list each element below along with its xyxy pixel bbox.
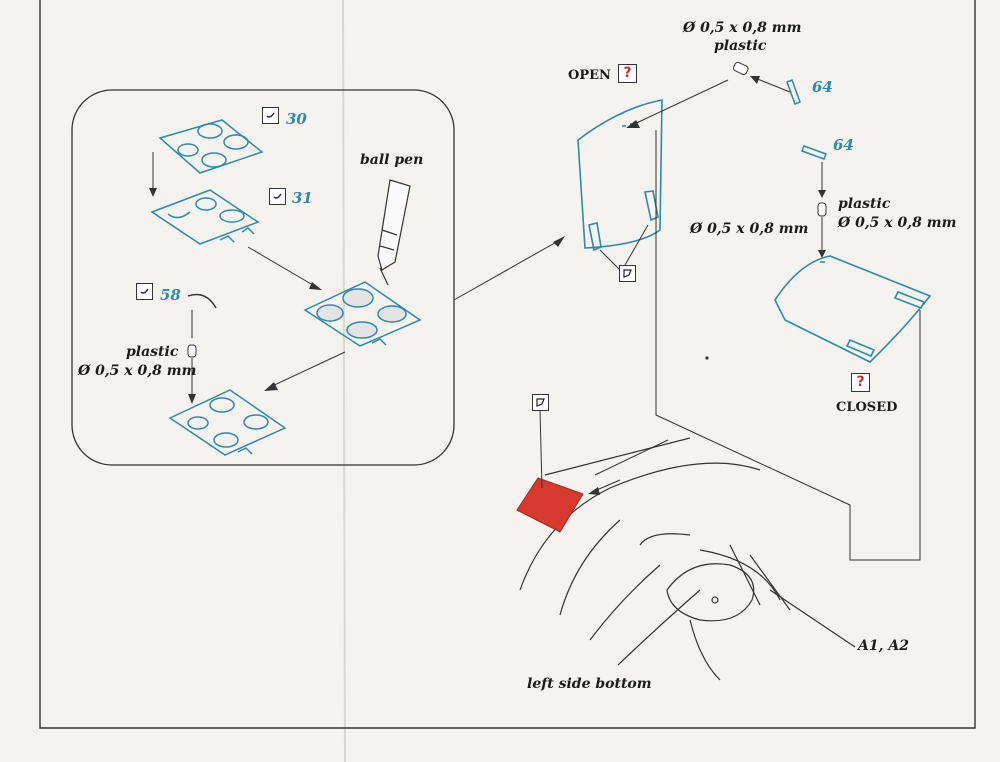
part-58-ring <box>187 293 217 309</box>
bend-check-icon <box>262 107 279 124</box>
fuselage-bottom <box>519 437 856 681</box>
plastic-label-top: plastic <box>714 38 767 54</box>
stray-mark <box>705 356 709 360</box>
part-number-30: 30 <box>286 110 307 128</box>
dimension-label-left: Ø 0,5 x 0,8 mm <box>78 363 197 379</box>
plastic-label-right: plastic <box>838 196 891 212</box>
plastic-peg-right <box>817 202 827 217</box>
red-highlight-part <box>516 477 584 533</box>
dimension-label-mid: Ø 0,5 x 0,8 mm <box>690 221 809 237</box>
fold-flag-icon <box>532 394 549 411</box>
etched-part-31 <box>150 189 260 245</box>
a1-a2-label: A1, A2 <box>858 638 909 654</box>
paper-fold-line <box>342 0 346 762</box>
bend-check-icon <box>269 188 286 205</box>
door-closed <box>774 255 932 363</box>
plastic-peg-left <box>187 344 197 358</box>
question-box-icon: ? <box>851 373 870 392</box>
question-box-icon: ? <box>618 64 637 83</box>
pin-64-right <box>801 145 827 160</box>
open-label: OPEN <box>568 68 611 83</box>
outer-frame <box>39 0 976 729</box>
subassembly-frame <box>71 89 455 466</box>
pin-64-top <box>786 79 801 105</box>
part-number-64-top: 64 <box>812 78 833 96</box>
etched-plate-final <box>168 389 287 456</box>
door-open <box>577 99 663 252</box>
plastic-peg-top <box>733 61 749 76</box>
plastic-label-left: plastic <box>126 344 179 360</box>
part-number-58: 58 <box>160 286 181 304</box>
part-number-31: 31 <box>292 189 313 207</box>
part-number-64-right: 64 <box>833 136 854 154</box>
left-side-bottom-label: left side bottom <box>527 676 652 692</box>
ball-pen-label: ball pen <box>360 152 424 168</box>
fold-flag-icon <box>619 265 636 282</box>
ball-pen <box>377 179 411 286</box>
dimension-label-top: Ø 0,5 x 0,8 mm <box>683 20 802 36</box>
bend-check-icon <box>136 283 153 300</box>
etched-part-30 <box>158 119 264 174</box>
dimension-label-right: Ø 0,5 x 0,8 mm <box>838 215 957 231</box>
leader-frame <box>655 130 921 561</box>
closed-label: CLOSED <box>836 400 898 415</box>
etched-plate-central <box>303 281 422 347</box>
